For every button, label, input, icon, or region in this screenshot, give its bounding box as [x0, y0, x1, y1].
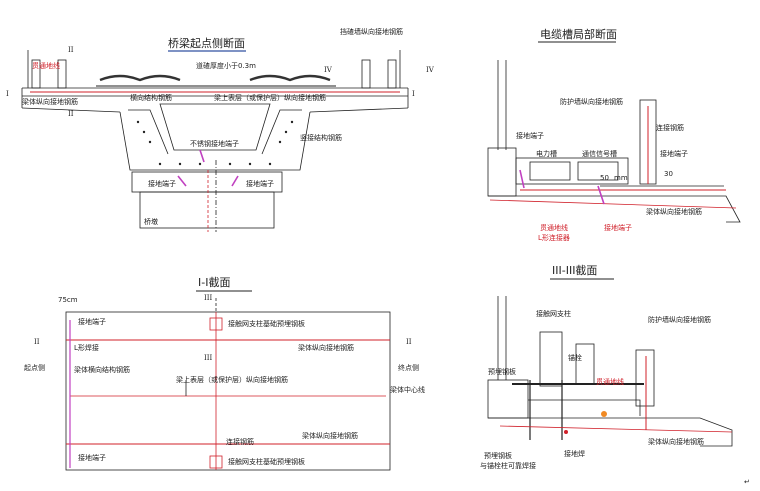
label-bolt-weld: 与锚栓柱可靠焊接	[480, 461, 536, 470]
label-ground-term-bot: 接地端子	[78, 453, 106, 462]
label-center-line: 梁体中心线	[390, 385, 425, 394]
label-beam-struct: 梁体横向结构钢筋	[74, 365, 130, 374]
label-thru-ground: 贯通地线	[32, 61, 60, 70]
label-vert-rebar: 竖接结构钢筋	[300, 133, 342, 142]
marker-ii-top: II	[68, 46, 74, 54]
label-thru-ground-tr: 贯通地线	[540, 223, 568, 232]
panel-bridge-section: 桥梁起点侧断面	[6, 27, 435, 232]
panel-tr-title: 电缆槽局部断面	[540, 27, 617, 41]
marker-ii-right: II	[406, 338, 412, 346]
panel-plan-ii: I-I截面 75cm III 接地端子 接触网支柱基础预埋钢板 II II L形…	[24, 275, 425, 471]
label-dim-75: 75cm	[58, 296, 78, 304]
label-surface-long: 梁上表层（或保护层）纵向接地钢筋	[176, 375, 288, 384]
label-ground-weld: 接地焊	[564, 449, 585, 458]
label-l-weld: L形焊接	[74, 343, 99, 352]
panel-br-title: III-III截面	[552, 263, 597, 277]
label-ground-term-left: 接地端子	[516, 131, 544, 140]
panel-bl-title: I-I截面	[198, 275, 230, 289]
label-dim-mm: mm	[614, 174, 628, 182]
panel-tl-title: 桥梁起点侧断面	[168, 36, 245, 50]
label-pre-plate: 预埋钢板	[488, 367, 516, 376]
label-anchor-bolt: 锚栓	[568, 353, 582, 362]
marker-i-right: I	[412, 90, 415, 98]
label-ground-term-red: 接地端子	[604, 223, 632, 232]
label-power-trough: 电力槽	[536, 149, 557, 158]
label-beam-long-tr: 梁体纵向接地钢筋	[646, 207, 702, 216]
marker-iv-a: IV	[324, 66, 333, 74]
label-dim-50: 50	[600, 174, 609, 182]
panel-section-iii: III-III截面 接触网支柱 防护墙纵向接地钢筋 锚栓 预埋钢板 贯通地线 预…	[480, 263, 733, 470]
marker-iii-bot: III	[204, 354, 213, 362]
marker-ii-bot: II	[68, 110, 74, 118]
label-pier: 桥墩	[144, 217, 158, 226]
marker-ii-left: II	[34, 338, 40, 346]
label-ballast-depth: 道碴厚度小于0.3m	[196, 61, 256, 70]
label-thru-ground-br: 贯通地线	[596, 377, 624, 386]
label-l-connector: L形连接器	[538, 233, 570, 242]
label-pole: 接触网支柱	[536, 309, 571, 318]
label-wall-rebar-br: 防护墙纵向接地钢筋	[648, 315, 711, 324]
label-signal-trough: 通信信号槽	[582, 149, 617, 158]
label-ground-term-top: 接地端子	[78, 317, 106, 326]
label-beam-long: 梁体纵向接地钢筋	[22, 97, 78, 106]
label-beam-long-top: 梁体纵向接地钢筋	[298, 343, 354, 352]
label-end-side: 终点侧	[398, 363, 419, 372]
label-connect-rebar-bl: 连接钢筋	[226, 437, 254, 446]
marker-iii-top: III	[204, 294, 213, 302]
label-start-side: 起点侧	[24, 363, 45, 372]
label-beam-long-bot: 梁体纵向接地钢筋	[302, 431, 358, 440]
label-no-rebar: 不锈钢接地端子	[190, 139, 239, 148]
label-anchor-steel: 挡碴墙纵向接地钢筋	[340, 27, 403, 36]
label-vertical-struct: 横向结构钢筋	[130, 93, 172, 102]
marker-i-left: I	[6, 90, 9, 98]
panel-cable-trough: 电缆槽局部断面 防护墙纵向接地钢筋 连接钢筋 接地端子 电力槽 通信信号槽 接地…	[487, 27, 741, 242]
label-anchor-pre-bot: 接触网支柱基础预埋钢板	[228, 457, 305, 466]
label-ground-term-right: 接地端子	[660, 149, 688, 158]
marker-iv-b: IV	[426, 66, 435, 74]
label-beam-long-br: 梁体纵向接地钢筋	[648, 437, 704, 446]
label-anchor-pre: 接触网支柱基础预埋钢板	[228, 319, 305, 328]
label-tie-bar: 接地端子	[148, 179, 176, 188]
label-dim-30: 30	[664, 170, 673, 178]
label-pre-plate-bot: 预埋钢板	[484, 451, 512, 460]
label-surface-layer: 梁上表层（或保护层）纵向接地钢筋	[214, 93, 326, 102]
label-connect-rebar: 连接钢筋	[656, 123, 684, 132]
return-mark: ↵	[744, 478, 750, 486]
label-ground-term: 接地端子	[246, 179, 274, 188]
label-wall-rebar: 防护墙纵向接地钢筋	[560, 97, 623, 106]
